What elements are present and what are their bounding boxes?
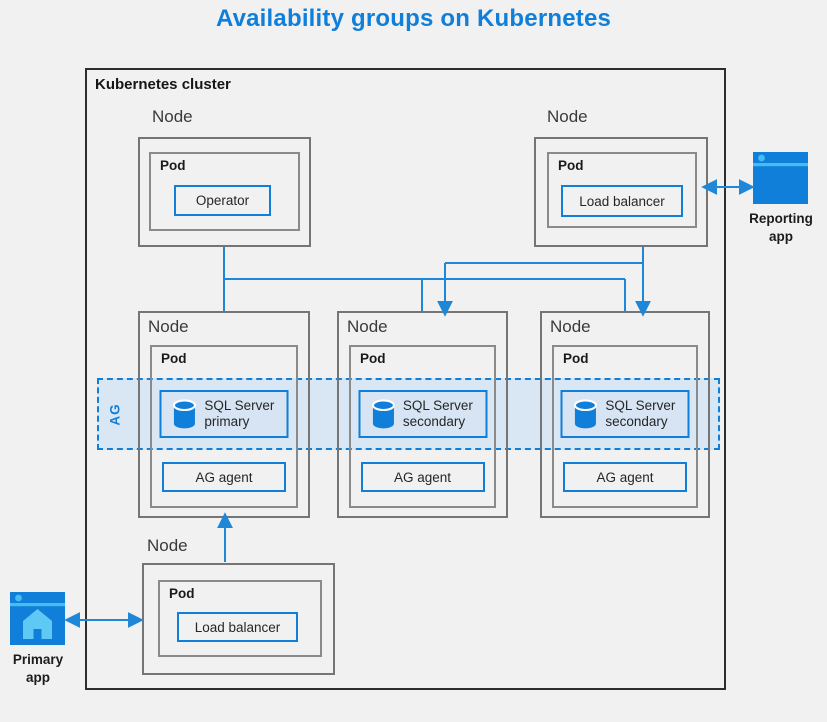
database-icon xyxy=(371,398,395,428)
node-label: Node xyxy=(550,317,591,336)
node-box-lb-top: Pod Load balancer xyxy=(534,137,708,247)
sql-server-label: SQL Server primary xyxy=(204,397,275,429)
node-label: Node xyxy=(347,317,388,336)
pod-label: Pod xyxy=(161,351,187,366)
sql-server-secondary-box: SQL Server secondary xyxy=(358,390,487,438)
load-balancer-box-bottom: Load balancer xyxy=(177,612,298,642)
ag-agent-box: AG agent xyxy=(162,462,286,492)
node-label-operator: Node xyxy=(152,107,193,126)
pod-box-sql-secondary-2: Pod SQL Server secondary AG agent xyxy=(552,345,698,508)
primary-app-label: Primary app xyxy=(12,652,64,685)
node-label-lb-top: Node xyxy=(547,107,588,126)
house-icon xyxy=(23,609,52,639)
sql-server-secondary-box: SQL Server secondary xyxy=(560,390,690,438)
pod-box-lb-top: Pod Load balancer xyxy=(547,152,697,228)
app-window-home-icon xyxy=(10,592,65,645)
sql-server-primary-box: SQL Server primary xyxy=(159,390,289,438)
load-balancer-box-top: Load balancer xyxy=(561,185,683,217)
node-label: Node xyxy=(148,317,189,336)
app-window-icon xyxy=(753,152,808,204)
pod-label: Pod xyxy=(169,586,195,601)
pod-label: Pod xyxy=(558,158,584,173)
node-label-lb-bottom: Node xyxy=(147,536,188,555)
pod-label: Pod xyxy=(360,351,386,366)
pod-box-operator: Pod Operator xyxy=(149,152,300,231)
diagram-title: Availability groups on Kubernetes xyxy=(215,5,612,32)
pod-label: Pod xyxy=(563,351,589,366)
pod-label: Pod xyxy=(160,158,186,173)
ag-agent-box: AG agent xyxy=(360,462,485,492)
sql-server-label: SQL Server secondary xyxy=(605,397,676,429)
database-icon xyxy=(172,398,196,428)
kubernetes-cluster-box: Kubernetes cluster xyxy=(85,68,726,690)
node-box-lb-bottom: Pod Load balancer xyxy=(142,563,335,675)
ag-agent-box: AG agent xyxy=(563,462,687,492)
pod-box-sql-primary: Pod SQL Server primary AG agent xyxy=(150,345,298,508)
node-box-sql-secondary-1: Node Pod SQL Server secondary AG agent xyxy=(337,311,508,518)
database-icon xyxy=(573,398,597,428)
kubernetes-cluster-label: Kubernetes cluster xyxy=(95,76,231,93)
node-box-operator: Pod Operator xyxy=(138,137,311,247)
node-box-sql-secondary-2: Node Pod SQL Server secondary AG agent xyxy=(540,311,710,518)
sql-server-label: SQL Server secondary xyxy=(402,397,473,429)
pod-box-lb-bottom: Pod Load balancer xyxy=(158,580,322,657)
node-box-sql-primary: Node Pod SQL Server primary AG agent xyxy=(138,311,310,518)
pod-box-sql-secondary-1: Pod SQL Server secondary AG agent xyxy=(349,345,496,508)
reporting-app-label: Reporting app xyxy=(749,211,813,244)
operator-box: Operator xyxy=(174,185,271,216)
